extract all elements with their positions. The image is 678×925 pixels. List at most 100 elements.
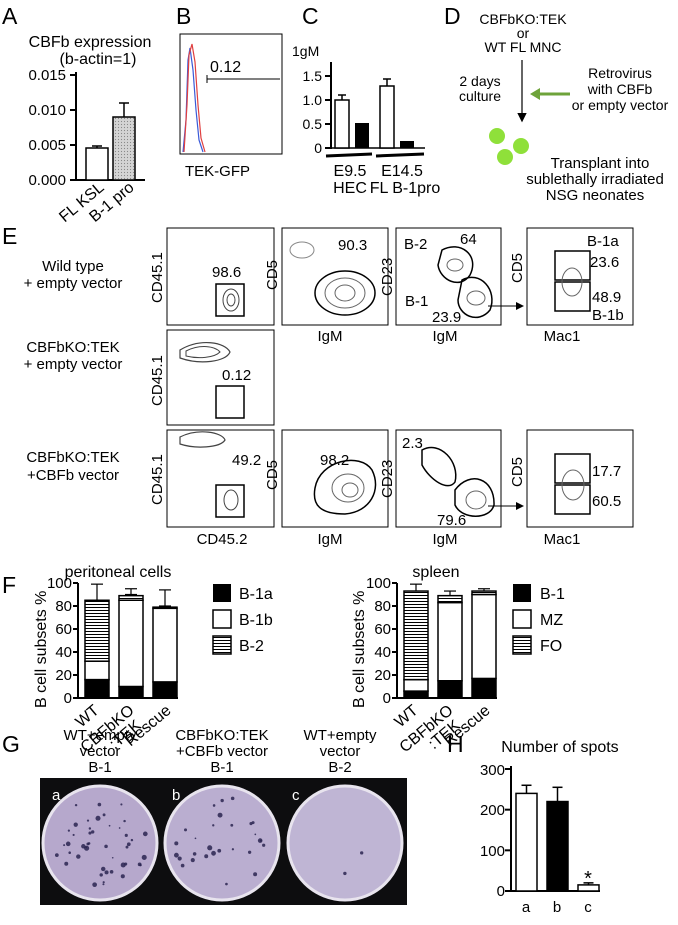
panel-c-bar-e95-black [355, 123, 369, 148]
spot-a-7 [141, 854, 147, 860]
panel-f-left-chart [73, 582, 178, 699]
e-row1-val-4: 23.9 [432, 309, 461, 326]
panel-a-ytick-2: 0.010 [28, 102, 66, 119]
spot-a-9 [109, 870, 114, 874]
spot-b-15 [184, 828, 188, 832]
panel-letter-d: D [444, 3, 461, 29]
e-row3-label-2: +CBFb vector [27, 467, 119, 484]
e-row3-xaxis-3: IgM [432, 531, 457, 548]
spot-b-2 [212, 804, 216, 807]
spot-a-43 [111, 856, 114, 859]
f-left-ytick-4: 80 [55, 598, 72, 615]
spot-a-36 [74, 803, 78, 807]
h-significance-star: * [584, 868, 592, 890]
f-right-bar-1-fo [437, 594, 463, 604]
f-left-ytick-2: 40 [55, 644, 72, 661]
e-row3-gate-cd45 [215, 484, 245, 518]
spot-b-4 [231, 848, 235, 851]
f-left-bar-1-b-1a [118, 685, 144, 699]
panel-letter-c: C [302, 3, 319, 29]
e-row3-xaxis-1: CD45.2 [197, 531, 248, 548]
panel-h-chart [505, 766, 600, 892]
e-row1-label-2: + empty vector [24, 275, 123, 292]
f-right-ytick-4: 80 [374, 598, 391, 615]
spot-b-16 [220, 798, 224, 803]
e-row1-b2: B-2 [404, 236, 427, 253]
e-row3-val-4: 79.6 [437, 512, 466, 529]
spot-b-11 [190, 858, 195, 863]
spot-a-22 [68, 851, 71, 854]
e-row1-b1a: B-1a [587, 233, 619, 250]
e-row1-xaxis-3: IgM [432, 328, 457, 345]
e-row1-val-1: 98.6 [212, 264, 241, 281]
h-xlabel-b: b [553, 899, 561, 916]
e-row2-val-1: 0.12 [222, 367, 251, 384]
h-xlabel-a: a [522, 899, 531, 916]
spot-a-30 [126, 842, 131, 847]
f-right-bar-1-mz [437, 601, 463, 682]
panel-d-culture-2: culture [459, 88, 501, 104]
e-row2-plot-cd45: 0.12 CD45.1 [149, 329, 275, 426]
e-row1-val-6: 48.9 [592, 289, 621, 306]
e-row3-plot-cd5-igm: 98.2 CD5 IgM [264, 429, 389, 548]
spot-b-22 [254, 833, 257, 836]
e-row1-gate-b1b [554, 281, 591, 312]
e-row3-plot-cd23-igm: 2.3 79.6 CD23 IgM [379, 429, 502, 548]
legend-swatch-mz [512, 609, 532, 629]
g-dish-c [286, 784, 404, 902]
spot-a-19 [64, 861, 69, 866]
spot-b-24 [225, 882, 228, 886]
e-row1-val-3: 64 [460, 231, 477, 248]
e-row1-xaxis-2: IgM [317, 328, 342, 345]
panel-b-histogram-red [183, 43, 206, 153]
e-row3-gate-b1b [554, 484, 591, 515]
f-left-ytick-5: 100 [47, 575, 72, 592]
spot-b-0 [262, 843, 266, 847]
panel-letter-a: A [2, 3, 18, 29]
f-right-bar-0-fo [403, 590, 429, 681]
spot-c-1 [343, 871, 347, 876]
panel-g: G WT+empty vector B-1 CBFbKO:TEK +CBFb v… [2, 727, 407, 905]
spot-a-42 [101, 866, 106, 872]
g-dish-b-tag: b [172, 787, 180, 804]
spot-c-0 [360, 851, 364, 855]
panel-f-right-title: spleen [412, 564, 459, 581]
e-row1-yaxis-3: CD23 [379, 258, 396, 296]
spot-a-29 [95, 815, 101, 821]
g-dish-a [41, 784, 159, 902]
legend-swatch-b2 [212, 635, 232, 655]
panel-c-group1-line1: E9.5 [334, 163, 367, 180]
spot-a-5 [102, 881, 105, 884]
g-dish-a-tag: a [52, 787, 61, 804]
spot-a-39 [120, 803, 123, 806]
f-right-ytick-3: 60 [374, 621, 391, 638]
spot-a-37 [108, 824, 111, 827]
panel-d-transplant-1: Transplant into [551, 155, 650, 172]
spot-b-6 [192, 852, 197, 856]
legend-label-mz: MZ [540, 612, 563, 629]
panel-e: E Wild type + empty vector CBFbKO:TEK + … [2, 223, 634, 548]
spot-b-23 [204, 854, 209, 859]
panel-h-title: Number of spots [501, 739, 618, 756]
spot-b-25 [251, 821, 255, 825]
panel-letter-e: E [2, 223, 17, 249]
spot-a-45 [124, 862, 128, 866]
spot-a-33 [81, 844, 86, 849]
f-right-bar-0-mz [403, 678, 429, 692]
e-row3-yaxis-3: CD23 [379, 460, 396, 498]
panel-a-bar-b1-pro [112, 116, 136, 181]
panel-f-right-legend: B-1 MZ FO [512, 584, 565, 655]
spot-a-16 [73, 822, 78, 827]
spot-a-11 [130, 838, 134, 842]
e-row3-val-1: 49.2 [232, 452, 261, 469]
spot-a-21 [65, 841, 71, 847]
panel-a-title-2: (b-actin=1) [60, 51, 137, 68]
e-row1-plot-cd5-mac1: B-1a 23.6 48.9 B-1b CD5 Mac1 [509, 227, 634, 345]
spot-a-6 [67, 829, 70, 832]
panel-h: H Number of spots 0 100 200 300 a b c * [447, 731, 619, 916]
e-row1-gate-cd45 [215, 283, 245, 317]
g-elispot-spots [54, 796, 364, 888]
f-right-ytick-5: 100 [366, 575, 391, 592]
panel-d-cell-1 [489, 128, 505, 144]
spot-a-23 [102, 883, 105, 886]
